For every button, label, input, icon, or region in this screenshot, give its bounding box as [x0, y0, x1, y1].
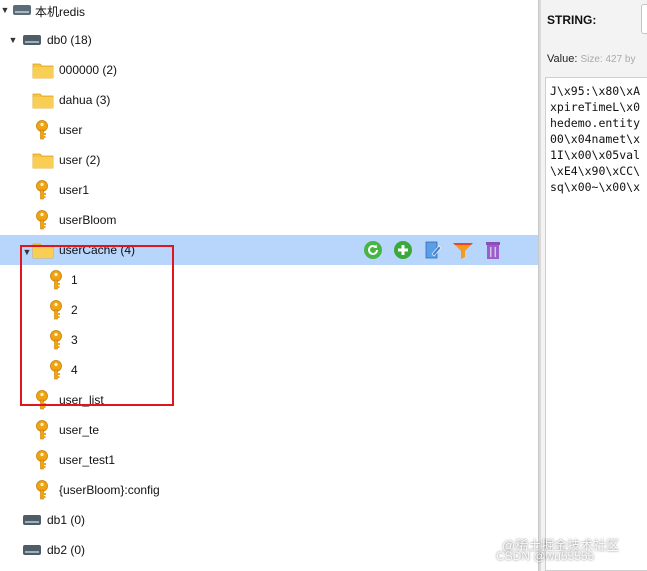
value-text-area[interactable]: J\x95:\x80\xA xpireTimeL\x0 hedemo.entity 0… — [545, 77, 647, 571]
tree-item-label: 1 — [71, 273, 78, 287]
key-tree: ▼ 本机redis ▼ db0 (18) 000000 (2) dahua (3… — [0, 0, 538, 565]
database-icon — [23, 545, 41, 555]
tree-row-user-te[interactable]: user_te — [0, 415, 538, 445]
tree-row-user-list[interactable]: user_list — [0, 385, 538, 415]
reload-icon[interactable] — [362, 239, 384, 261]
key-icon — [36, 450, 48, 470]
key-icon — [36, 210, 48, 230]
folder-icon — [32, 93, 54, 109]
key-icon — [36, 420, 48, 440]
tree-row-user1[interactable]: user1 — [0, 175, 538, 205]
database-icon — [23, 35, 41, 45]
tree-item-label: user_te — [59, 423, 100, 437]
tree-item-label: user (2) — [59, 153, 101, 167]
tree-row-1[interactable]: 1 — [0, 265, 538, 295]
value-label: Value: — [547, 53, 578, 65]
tree-row-3[interactable]: 3 — [0, 325, 538, 355]
tree-row-userbloom[interactable]: userBloom — [0, 205, 538, 235]
key-icon — [36, 180, 48, 200]
tree-row-db2[interactable]: db2 (0) — [0, 535, 538, 565]
watermark-juejin: @稀土掘金技术社区 — [502, 538, 620, 553]
key-icon — [36, 120, 48, 140]
tree-row-dahua-3[interactable]: dahua (3) — [0, 85, 538, 115]
tree-root-row[interactable]: ▼ 本机redis — [0, 0, 538, 25]
edit-icon[interactable] — [422, 239, 444, 261]
tree-item-label: user_list — [59, 393, 104, 407]
tree-item-label: db2 (0) — [47, 543, 86, 557]
value-line: 1I\x00\x05val — [550, 148, 641, 162]
tree-item-label: 4 — [71, 363, 78, 377]
delete-icon[interactable] — [482, 239, 504, 261]
key-icon — [50, 300, 62, 320]
tree-item-label: dahua (3) — [59, 93, 111, 107]
tree-row-usercache-4[interactable]: ▼ userCache (4) — [0, 235, 538, 265]
tree-item-label: 000000 (2) — [59, 63, 118, 77]
key-icon — [50, 270, 62, 290]
watermark-csdn: CSDN @wu55555 — [496, 549, 595, 563]
value-line: 00\x04namet\x — [550, 132, 641, 146]
tree-item-label: user — [59, 123, 83, 137]
key-icon — [50, 330, 62, 350]
tree-item-label: db0 (18) — [47, 33, 92, 47]
key-icon — [50, 360, 62, 380]
value-line: hedemo.entity — [550, 116, 641, 130]
folder-icon — [32, 153, 54, 169]
folder-icon — [32, 63, 54, 79]
value-label-row: Value: Size: 427 by — [547, 53, 635, 65]
filter-icon[interactable] — [452, 239, 474, 261]
expand-arrow-icon[interactable]: ▼ — [0, 5, 10, 15]
tree-row-userbloom-config[interactable]: {userBloom}:config — [0, 475, 538, 505]
value-line: \xE4\x90\xCC\ — [550, 164, 641, 178]
value-line: xpireTimeL\x0 — [550, 100, 641, 114]
tree-row-user[interactable]: user — [0, 115, 538, 145]
folder-icon — [32, 243, 54, 259]
tree-item-label: userBloom — [59, 213, 117, 227]
value-panel: STRING: Value: Size: 427 by J\x95:\x80\x… — [541, 0, 647, 571]
tree-item-label: userCache (4) — [59, 243, 136, 257]
value-size: Size: 427 by — [580, 54, 636, 65]
tree-item-label: {userBloom}:config — [59, 483, 160, 497]
tree-item-label: 3 — [71, 333, 78, 347]
tree-row-4[interactable]: 4 — [0, 355, 538, 385]
key-type-label: STRING: — [547, 13, 597, 27]
row-actions — [362, 239, 504, 261]
tree-item-label: user_test1 — [59, 453, 116, 467]
server-icon — [13, 5, 31, 15]
tree-row-000000-2[interactable]: 000000 (2) — [0, 55, 538, 85]
tree-row-db0[interactable]: ▼ db0 (18) — [0, 25, 538, 55]
panel-splitter[interactable] — [538, 0, 541, 571]
tree-root-label: 本机redis — [35, 5, 86, 19]
key-type-field[interactable] — [641, 4, 647, 34]
tree-row-user-2[interactable]: user (2) — [0, 145, 538, 175]
value-line: J\x95:\x80\xA — [550, 84, 641, 98]
tree-row-user-test1[interactable]: user_test1 — [0, 445, 538, 475]
tree-item-label: 2 — [71, 303, 78, 317]
database-icon — [23, 515, 41, 525]
expand-arrow-icon[interactable]: ▼ — [22, 247, 32, 257]
tree-row-2[interactable]: 2 — [0, 295, 538, 325]
tree-item-label: db1 (0) — [47, 513, 86, 527]
key-icon — [36, 390, 48, 410]
add-icon[interactable] — [392, 239, 414, 261]
value-line: sq\x00~\x00\x — [550, 180, 641, 194]
tree-item-label: user1 — [59, 183, 90, 197]
tree-row-db1[interactable]: db1 (0) — [0, 505, 538, 535]
key-icon — [36, 480, 48, 500]
expand-arrow-icon[interactable]: ▼ — [8, 35, 18, 45]
